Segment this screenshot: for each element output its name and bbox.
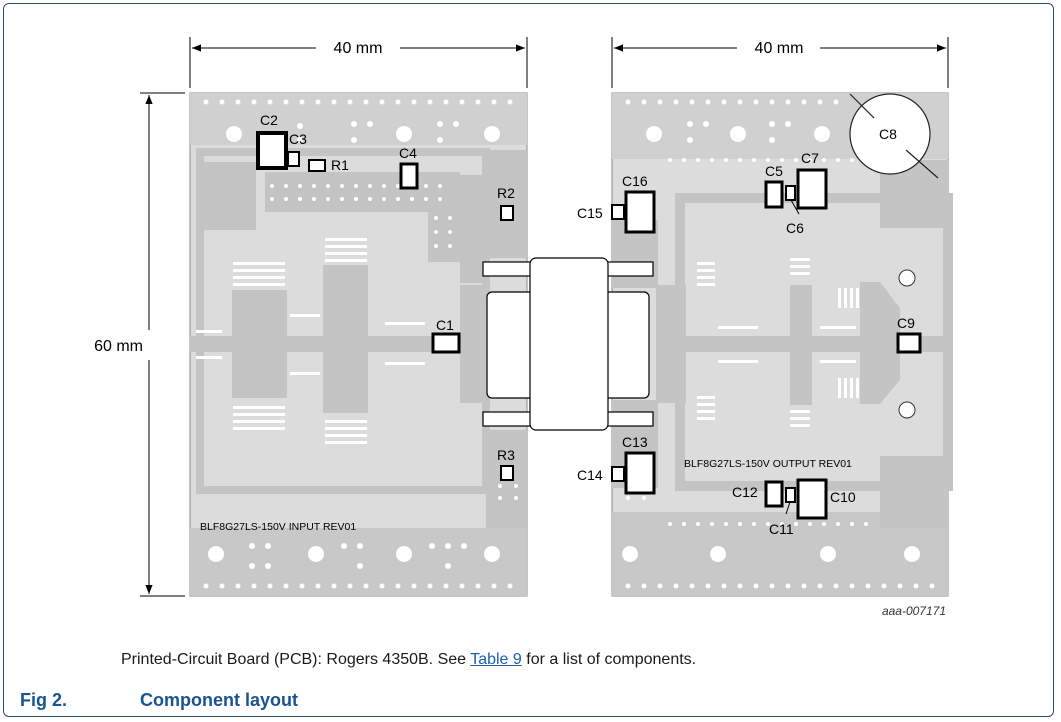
figure-title: Component layout — [140, 690, 298, 710]
drawing-code: aaa-007171 — [882, 604, 946, 618]
label-c13: C13 — [622, 434, 648, 450]
figure-frame — [3, 3, 1054, 717]
figure-number: Fig 2. — [20, 690, 68, 710]
label-c5: C5 — [765, 163, 783, 179]
label-c7: C7 — [801, 150, 819, 166]
label-r3: R3 — [497, 447, 515, 463]
label-c16: C16 — [622, 173, 648, 189]
input-board — [189, 92, 528, 597]
c3-body — [287, 151, 300, 167]
c14-body — [611, 466, 625, 482]
label-r1: R1 — [331, 157, 349, 173]
c13-body — [624, 451, 656, 495]
label-c9: C9 — [897, 315, 915, 331]
r2-body — [500, 205, 514, 221]
label-c8: C8 — [879, 126, 897, 142]
c4-body — [399, 162, 419, 190]
capacitor-c8 — [849, 93, 939, 179]
c16-body — [624, 190, 656, 234]
label-c10: C10 — [830, 489, 856, 505]
label-c14: C14 — [577, 467, 603, 483]
label-c15: C15 — [577, 205, 603, 221]
component-bodies — [256, 131, 922, 520]
c10-body — [796, 478, 828, 520]
pcb-layout-drawing: 40 mm 40 mm 60 mm — [94, 37, 953, 618]
label-r2: R2 — [497, 185, 515, 201]
caption-text-before: Printed-Circuit Board (PCB): Rogers 4350… — [121, 651, 471, 668]
r1-body — [308, 159, 326, 172]
input-ground-band — [190, 528, 527, 596]
label-c2: C2 — [260, 112, 278, 128]
label-c11: C11 — [769, 521, 794, 537]
c11-body — [785, 487, 796, 503]
c7-body — [796, 168, 828, 210]
left-width-dimension: 40 mm — [334, 40, 383, 57]
c15-body — [611, 204, 625, 220]
label-c3: C3 — [289, 131, 307, 147]
c2-body — [256, 131, 288, 170]
transistor-package — [482, 257, 654, 431]
c12-body — [764, 480, 784, 508]
c9-body — [896, 332, 922, 354]
label-c6: C6 — [786, 220, 804, 236]
c1-body — [431, 332, 461, 354]
dimension-lines — [140, 37, 949, 597]
caption-text-after: for a list of components. — [521, 651, 697, 668]
height-dimension: 60 mm — [94, 338, 143, 355]
figure-caption: Printed-Circuit Board (PCB): Rogers 4350… — [121, 651, 696, 669]
table-9-link[interactable]: Table 9 — [470, 651, 522, 668]
input-board-label: BLF8G27LS-150V INPUT REV01 — [200, 521, 356, 533]
label-c4: C4 — [399, 145, 417, 161]
output-board-label: BLF8G27LS-150V OUTPUT REV01 — [684, 458, 852, 470]
c5-body — [764, 180, 784, 209]
figure-heading: Fig 2. Component layout — [20, 690, 298, 711]
right-width-dimension: 40 mm — [755, 40, 804, 57]
label-c1: C1 — [436, 317, 454, 333]
c6-body — [785, 185, 796, 201]
label-c12: C12 — [732, 484, 758, 500]
r3-body — [500, 465, 514, 481]
